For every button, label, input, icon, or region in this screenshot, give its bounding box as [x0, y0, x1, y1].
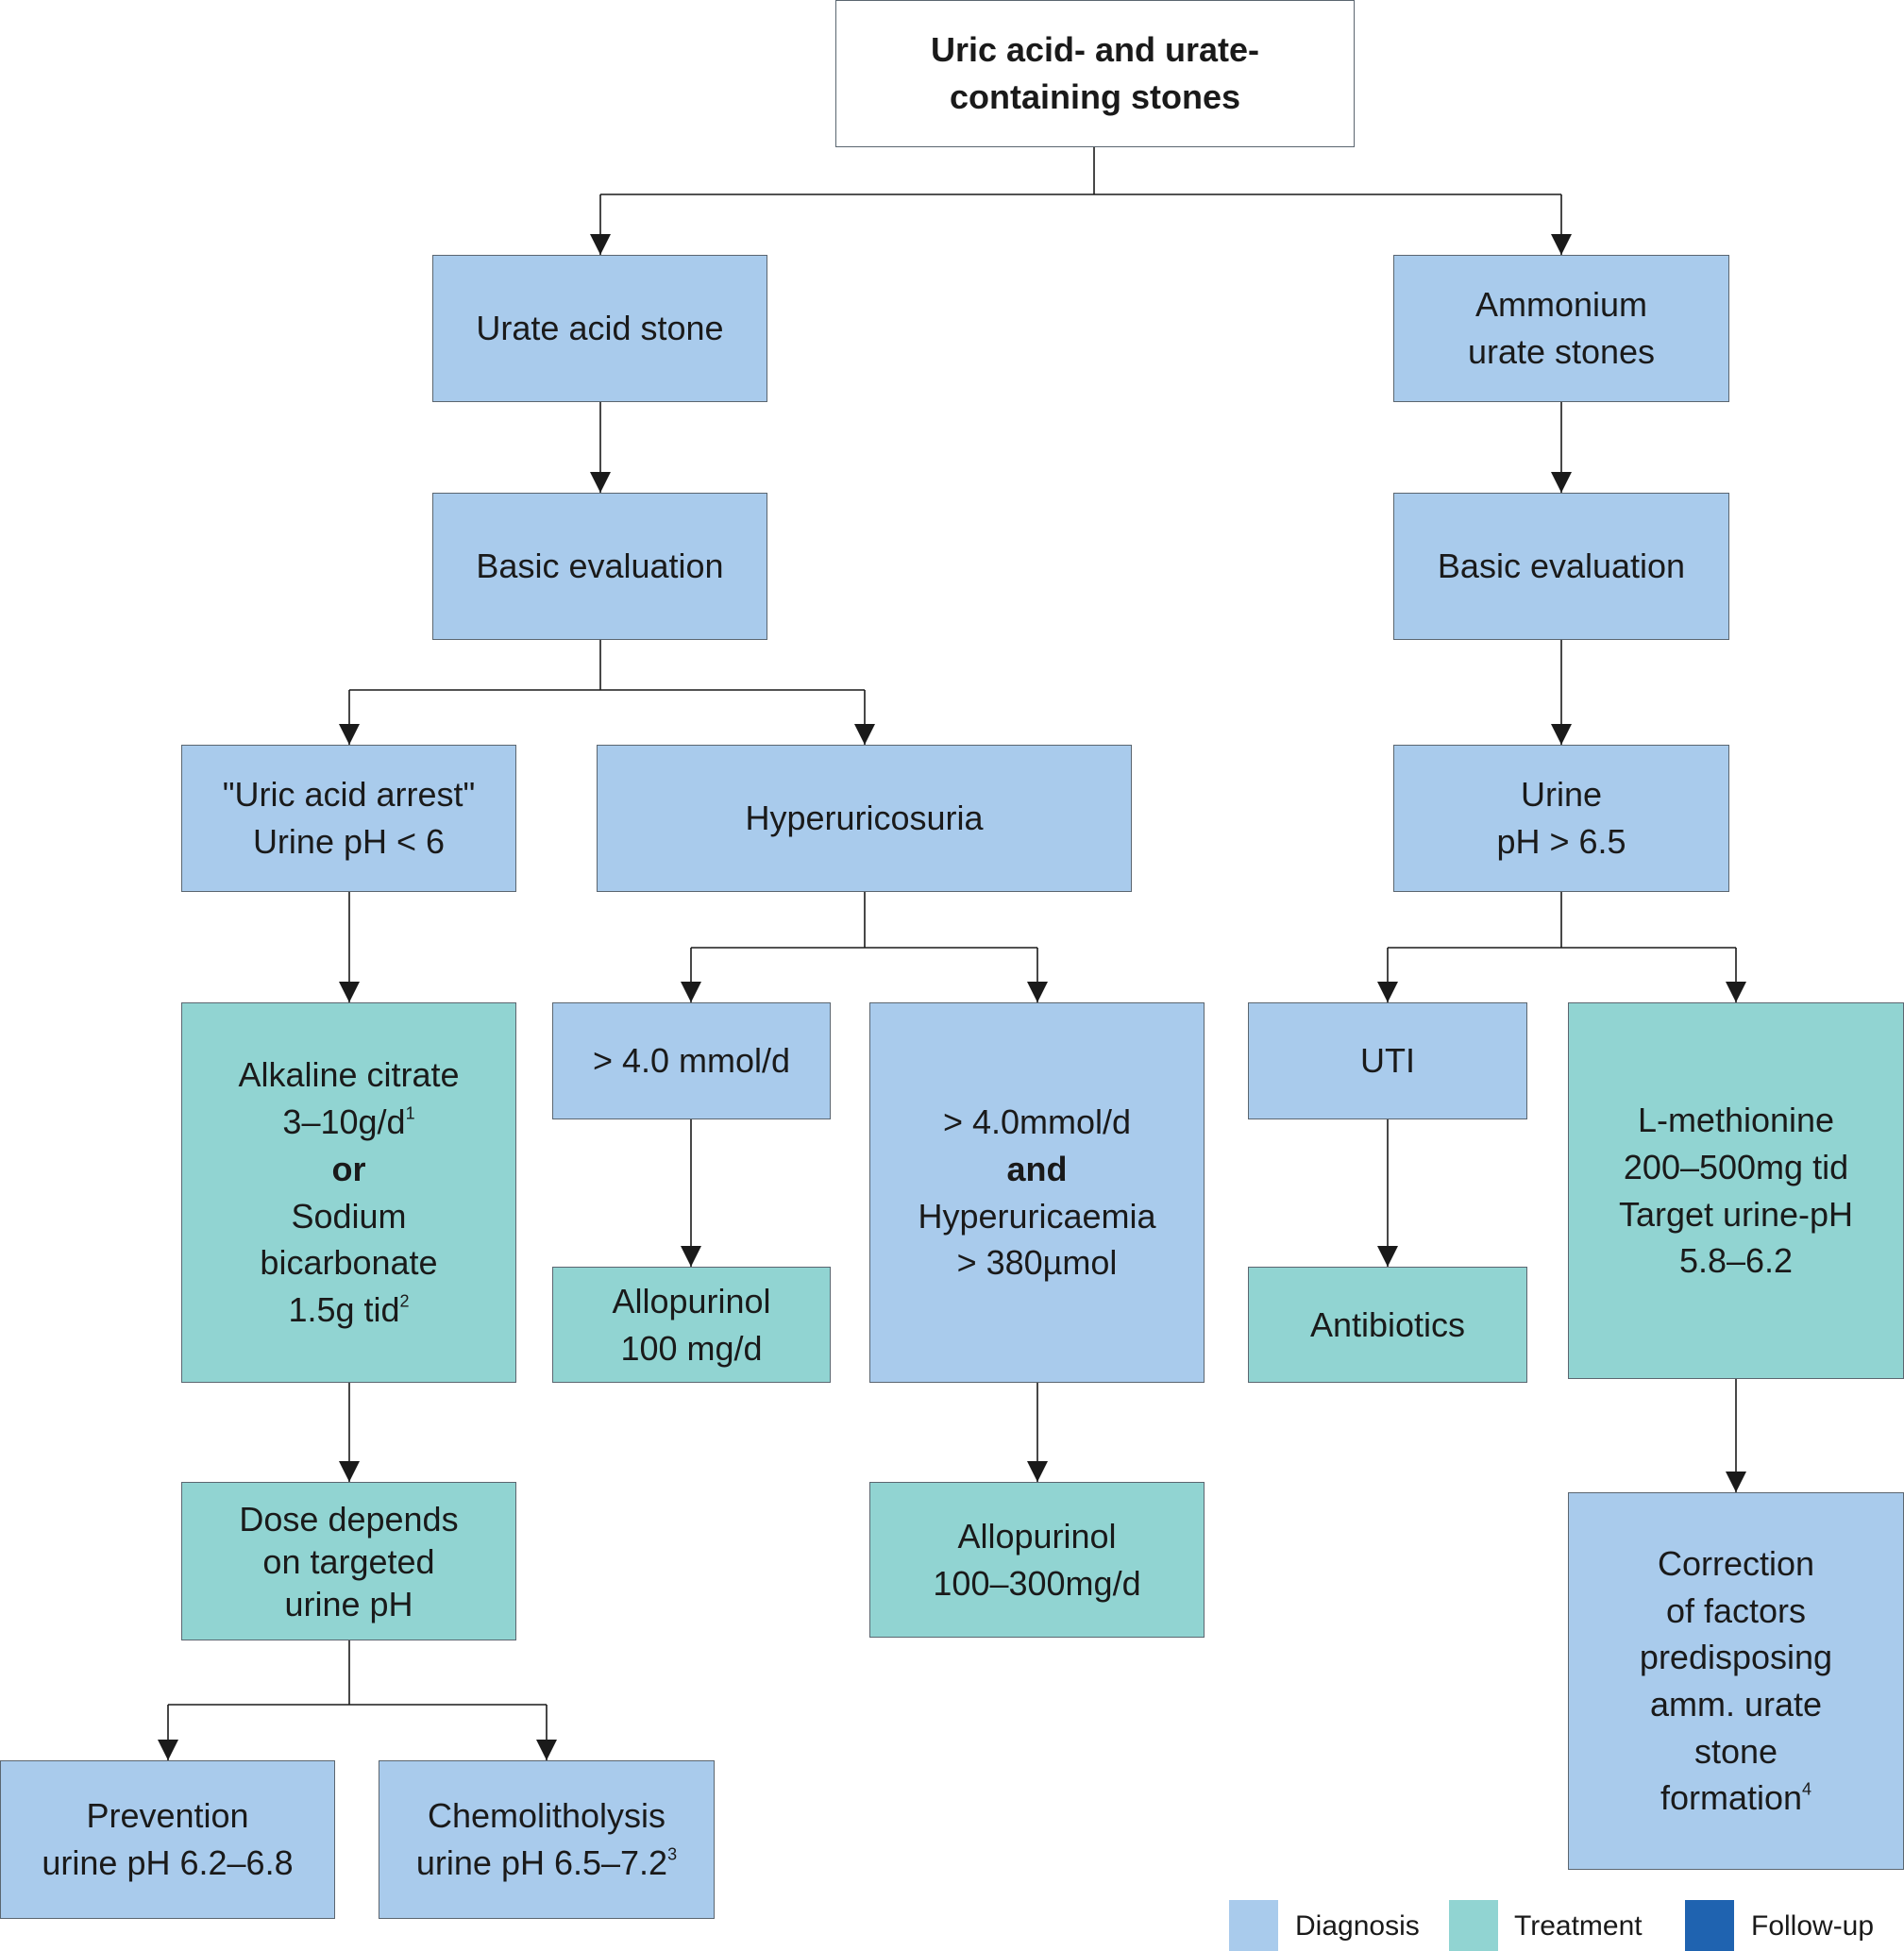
- node-line1: Chemolitholysis: [427, 1796, 666, 1836]
- node-line2: urine pH 6.2–6.8: [42, 1843, 294, 1882]
- node-label: Basic evaluation: [476, 547, 724, 586]
- legend-swatch-follow-up: [1685, 1900, 1734, 1951]
- node-line1: Allopurinol: [957, 1516, 1117, 1556]
- node-line3: predisposing: [1639, 1638, 1833, 1677]
- node-line2: 3–10g/d1: [282, 1099, 414, 1146]
- node-line2: urate stones: [1467, 332, 1656, 371]
- node-line4: 5.8–6.2: [1678, 1241, 1794, 1281]
- node-line3: > 380µmol: [956, 1243, 1118, 1283]
- node-line1: Correction: [1657, 1543, 1815, 1583]
- node-line2: urine pH 6.5–7.23: [416, 1840, 677, 1887]
- node-label: Basic evaluation: [1437, 547, 1686, 586]
- node-line3: Sodium: [291, 1196, 407, 1236]
- node-line6-text: formation: [1660, 1778, 1803, 1818]
- node-line2: Urine pH < 6: [252, 822, 446, 861]
- node-line1: Alkaline citrate: [238, 1055, 460, 1095]
- node-line5: stone: [1693, 1731, 1778, 1771]
- node-line5: 1.5g tid2: [288, 1287, 409, 1334]
- correction-factors-node: Correction of factors predisposing amm. …: [1568, 1492, 1904, 1870]
- urine-ph-node: Urine pH > 6.5: [1393, 745, 1729, 892]
- node-or: or: [331, 1149, 366, 1188]
- footnote-marker: 1: [405, 1103, 415, 1123]
- legend-label-follow-up: Follow-up: [1751, 1910, 1875, 1942]
- node-line6: formation4: [1660, 1774, 1811, 1822]
- node-line1: Allopurinol: [612, 1281, 771, 1320]
- hyperuricosuria-node: Hyperuricosuria: [597, 745, 1132, 892]
- node-line2: 100 mg/d: [620, 1328, 763, 1368]
- node-line4: amm. urate: [1649, 1685, 1823, 1724]
- legend-label-treatment: Treatment: [1514, 1910, 1643, 1942]
- gt-4-mmol-node: > 4.0 mmol/d: [552, 1002, 831, 1119]
- footnote-marker: 3: [667, 1844, 678, 1864]
- ammonium-urate-stones-node: Ammonium urate stones: [1393, 255, 1729, 402]
- node-label: Antibiotics: [1309, 1304, 1466, 1344]
- node-line2: on targeted: [262, 1541, 435, 1581]
- left-basic-evaluation-node: Basic evaluation: [432, 493, 767, 640]
- node-line1: Urine: [1520, 775, 1603, 815]
- node-line2-text: 3–10g/d: [282, 1102, 406, 1142]
- node-line1: "Uric acid arrest": [222, 775, 476, 815]
- root-node: Uric acid- and urate- containing stones: [835, 0, 1355, 147]
- node-line2: Hyperuricaemia: [918, 1196, 1156, 1236]
- legend-swatch-diagnosis: [1229, 1900, 1278, 1951]
- uric-acid-arrest-node: "Uric acid arrest" Urine pH < 6: [181, 745, 516, 892]
- footnote-marker: 2: [399, 1291, 410, 1311]
- hyperuricaemia-node: > 4.0mmol/d and Hyperuricaemia > 380µmol: [869, 1002, 1205, 1383]
- uti-node: UTI: [1248, 1002, 1527, 1119]
- root-line1: Uric acid- and urate-: [930, 30, 1260, 70]
- node-line3: Target urine-pH: [1618, 1194, 1854, 1234]
- node-and: and: [1006, 1149, 1068, 1188]
- node-line4: bicarbonate: [260, 1243, 438, 1283]
- footnote-marker: 4: [1802, 1780, 1812, 1800]
- node-label: Urate acid stone: [476, 309, 724, 348]
- node-line2: 200–500mg tid: [1623, 1147, 1849, 1186]
- node-line2: of factors: [1665, 1590, 1807, 1630]
- node-line5-text: 1.5g tid: [288, 1289, 400, 1329]
- l-methionine-node: L-methionine 200–500mg tid Target urine-…: [1568, 1002, 1904, 1379]
- urate-acid-stone-node: Urate acid stone: [432, 255, 767, 402]
- node-line1: Prevention: [86, 1796, 249, 1836]
- node-label: > 4.0 mmol/d: [592, 1041, 791, 1081]
- allopurinol-300-node: Allopurinol 100–300mg/d: [869, 1482, 1205, 1638]
- allopurinol-100-node: Allopurinol 100 mg/d: [552, 1267, 831, 1383]
- node-label: Hyperuricosuria: [745, 799, 984, 838]
- legend-label-diagnosis: Diagnosis: [1295, 1910, 1420, 1942]
- node-line1: Dose depends: [239, 1499, 459, 1539]
- node-line1: L-methionine: [1637, 1101, 1835, 1140]
- node-line1: Ammonium: [1474, 285, 1648, 325]
- legend-swatch-treatment: [1449, 1900, 1498, 1951]
- alkaline-citrate-node: Alkaline citrate 3–10g/d1 or Sodium bica…: [181, 1002, 516, 1383]
- node-line3: urine pH: [284, 1584, 413, 1623]
- node-line2-text: urine pH 6.5–7.2: [415, 1843, 668, 1882]
- chemolitholysis-node: Chemolitholysis urine pH 6.5–7.23: [379, 1760, 715, 1919]
- node-line1: > 4.0mmol/d: [942, 1102, 1132, 1142]
- antibiotics-node: Antibiotics: [1248, 1267, 1527, 1383]
- prevention-node: Prevention urine pH 6.2–6.8: [0, 1760, 335, 1919]
- root-line2: containing stones: [949, 77, 1241, 116]
- dose-depends-node: Dose depends on targeted urine pH: [181, 1482, 516, 1640]
- node-line2: pH > 6.5: [1496, 822, 1626, 861]
- node-label: UTI: [1360, 1041, 1415, 1081]
- node-line2: 100–300mg/d: [933, 1563, 1141, 1603]
- right-basic-evaluation-node: Basic evaluation: [1393, 493, 1729, 640]
